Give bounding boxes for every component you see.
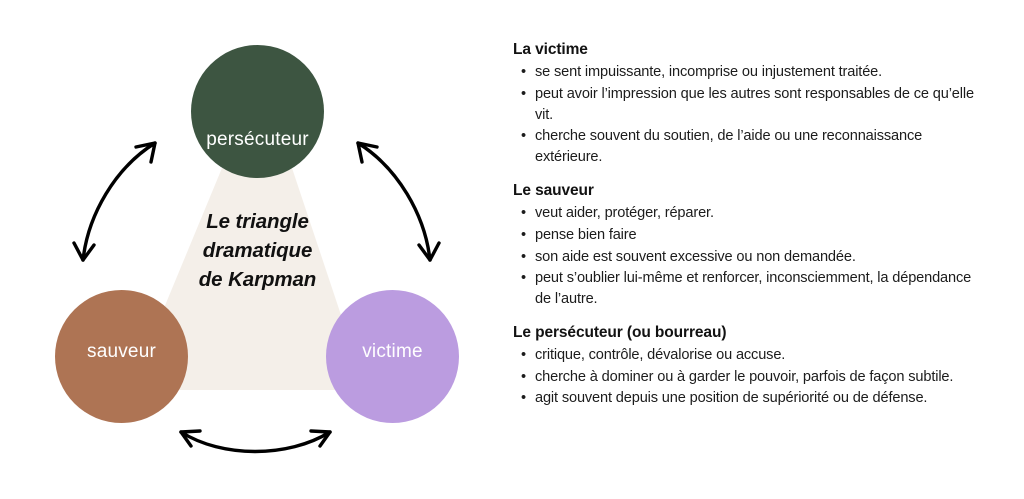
triangle-caption-line-2: dramatique: [202, 239, 313, 263]
list-item: • veut aider, protéger, réparer.: [513, 203, 983, 224]
bullet-icon: •: [521, 226, 526, 243]
role-list-persecuteur: • critique, contrôle, dévalorise ou accu…: [513, 345, 983, 409]
list-item: • agit souvent depuis une position de su…: [513, 388, 983, 409]
list-item: • cherche à dominer ou à garder le pouvo…: [513, 367, 983, 388]
node-sauveur[interactable]: sauveur: [55, 290, 188, 423]
role-title-sauveur: Le sauveur: [513, 181, 594, 199]
diagram-graphics: [72, 141, 441, 454]
list-item-text: se sent impuissante, incomprise ou injus…: [535, 64, 883, 81]
triangle-caption-line-3: de Karpman: [198, 268, 317, 292]
bullet-icon: •: [521, 64, 526, 81]
triangle-caption: Le triangle dramatique de Karpman: [150, 207, 365, 294]
node-victime[interactable]: victime: [326, 290, 459, 423]
node-sauveur-label: sauveur: [87, 341, 156, 362]
role-list-sauveur: • veut aider, protéger, réparer. • pense…: [513, 203, 983, 310]
triangle-shape: [130, 168, 366, 390]
node-persecuteur[interactable]: persécuteur: [191, 45, 324, 178]
triangle-caption-line-1: Le triangle: [206, 210, 309, 233]
bullet-icon: •: [521, 368, 526, 385]
bullet-icon: •: [521, 270, 526, 287]
list-item-text: pense bien faire: [535, 226, 637, 243]
role-list-victime: • se sent impuissante, incomprise ou inj…: [513, 62, 983, 168]
list-item: • pense bien faire: [513, 225, 983, 246]
list-item: • critique, contrôle, dévalorise ou accu…: [513, 345, 983, 366]
list-item-text: agit souvent depuis une position de supé…: [535, 390, 928, 407]
list-item-text: cherche à dominer ou à garder le pouvoir…: [535, 368, 954, 385]
list-item-text: son aide est souvent excessive ou non de…: [535, 248, 856, 265]
list-item: • son aide est souvent excessive ou non …: [513, 247, 983, 268]
list-item-text: cherche souvent du soutien, de l’aide ou…: [535, 128, 923, 166]
bullet-icon: •: [521, 390, 526, 407]
list-item-text: veut aider, protéger, réparer.: [535, 205, 714, 222]
bullet-icon: •: [521, 248, 526, 265]
role-block-victime: La victime • se sent impuissante, incomp…: [513, 38, 983, 168]
list-item: • peut avoir l’impression que les autres…: [513, 84, 983, 125]
role-title-victime: La victime: [513, 41, 588, 58]
role-block-persecuteur: Le persécuteur (ou bourreau) • critique,…: [513, 321, 983, 409]
role-block-sauveur: Le sauveur • veut aider, protéger, répar…: [513, 179, 983, 310]
arrow-sauveur-persecuteur: [72, 141, 157, 262]
list-item-text: peut avoir l’impression que les autres s…: [535, 85, 974, 123]
node-victime-label: victime: [362, 341, 423, 362]
arrow-persecuteur-victime: [356, 141, 441, 262]
list-item: • cherche souvent du soutien, de l’aide …: [513, 126, 983, 167]
bullet-icon: •: [521, 205, 526, 222]
list-item: • peut s’oublier lui-même et renforcer, …: [513, 268, 983, 309]
bullet-icon: •: [521, 346, 526, 363]
arrow-sauveur-victime: [179, 429, 332, 454]
diagram-area: persécuteur sauveur victime Le triangle …: [0, 0, 500, 499]
role-title-persecuteur: Le persécuteur (ou bourreau): [513, 323, 727, 341]
bullet-icon: •: [521, 85, 526, 102]
list-item-text: peut s’oublier lui-même et renforcer, in…: [535, 270, 972, 307]
list-item: • se sent impuissante, incomprise ou inj…: [513, 62, 983, 83]
node-persecuteur-label: persécuteur: [206, 129, 309, 150]
roles-description-column: La victime • se sent impuissante, incomp…: [513, 38, 983, 410]
bullet-icon: •: [521, 128, 526, 145]
list-item-text: critique, contrôle, dévalorise ou accuse…: [535, 346, 786, 363]
